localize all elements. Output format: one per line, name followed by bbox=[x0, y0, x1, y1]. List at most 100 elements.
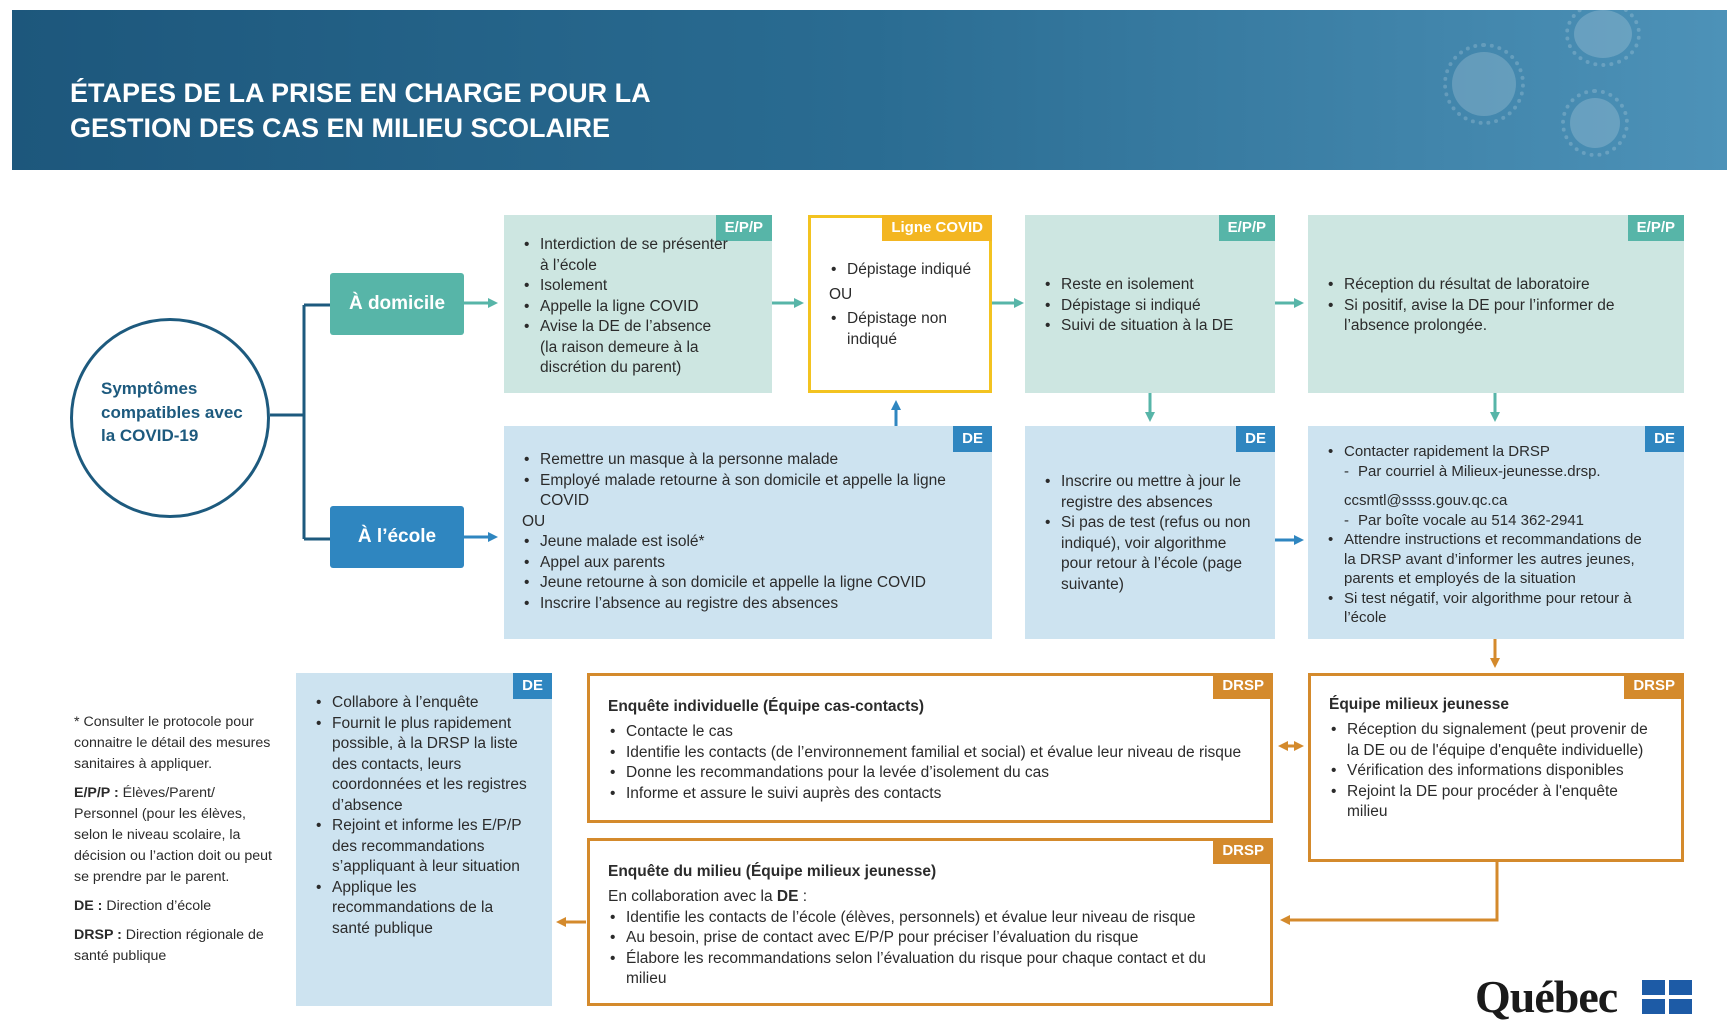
header-banner: ÉTAPES DE LA PRISE EN CHARGE POUR LA GES… bbox=[12, 10, 1727, 170]
list-item: Rejoint et informe les E/P/P des recomma… bbox=[314, 816, 528, 878]
virus-icon bbox=[1561, 89, 1629, 157]
list-item: Inscrire l’absence au registre des absen… bbox=[522, 594, 952, 615]
legend-drsp-label: DRSP : bbox=[74, 927, 122, 943]
list-item: Dépistage si indiqué bbox=[1043, 296, 1263, 317]
title-line-2: GESTION DES CAS EN MILIEU SCOLAIRE bbox=[70, 113, 611, 143]
list-item: Dépistage indiqué bbox=[829, 260, 979, 281]
list-item: Fournit le plus rapidement possible, à l… bbox=[314, 714, 528, 817]
intro-text: En collaboration avec la bbox=[608, 888, 777, 905]
list-item: Isolement bbox=[522, 276, 732, 297]
start-line-1: Symptômes bbox=[101, 379, 198, 398]
list-item: Identifie les contacts (de l’environneme… bbox=[608, 743, 1258, 764]
list-item: Informe et assure le suivi auprès des co… bbox=[608, 784, 1258, 805]
legend-epp: E/P/P : Élèves/Parent/ Personnel (pour l… bbox=[74, 783, 274, 888]
milieu-investigation-box: DRSP Enquête du milieu (Équipe milieux j… bbox=[587, 838, 1273, 1006]
list-item: Employé malade retourne à son domicile e… bbox=[522, 471, 952, 512]
result-epp-box: E/P/P Réception du résultat de laboratoi… bbox=[1308, 215, 1684, 393]
list-subitem: Par boîte vocale au 514 362-2941 bbox=[1326, 511, 1656, 531]
legend-epp-text: Élèves/Parent/ Personnel (pour les élève… bbox=[74, 785, 272, 885]
virus-icon bbox=[1565, 10, 1641, 67]
contact-email: ccsmtl@ssss.gouv.qc.ca bbox=[1344, 492, 1508, 509]
isolation-epp-box: E/P/P Reste en isolement Dépistage si in… bbox=[1025, 215, 1275, 393]
legend-de-label: DE : bbox=[74, 898, 103, 914]
covid-line-box: Ligne COVID Dépistage indiqué OU Dépista… bbox=[808, 215, 992, 393]
list-item: Contacter rapidement la DRSP bbox=[1326, 442, 1656, 462]
legend-de: DE : Direction d’école bbox=[74, 896, 274, 917]
individual-investigation-title: Enquête individuelle (Équipe cas-contact… bbox=[608, 698, 925, 715]
individual-list: Contacte le cas Identifie les contacts (… bbox=[608, 722, 1258, 804]
list-item: Jeune retourne à son domicile et appelle… bbox=[522, 573, 952, 594]
list-item: Attendre instructions et recommandations… bbox=[1326, 530, 1656, 589]
drsp-tag: DRSP bbox=[1213, 673, 1273, 699]
list-item: Reste en isolement bbox=[1043, 275, 1263, 296]
legend-epp-label: E/P/P : bbox=[74, 785, 119, 801]
list-item: Dépistage non indiqué bbox=[829, 309, 979, 350]
list-item: Interdiction de se présenter à l’école bbox=[522, 235, 732, 276]
legend-drsp-text: Direction régionale de santé publique bbox=[74, 927, 264, 964]
home-epp-box: E/P/P Interdiction de se présenter à l’é… bbox=[504, 215, 772, 393]
virus-icon bbox=[1443, 43, 1525, 125]
page-title: ÉTAPES DE LA PRISE EN CHARGE POUR LA GES… bbox=[70, 76, 870, 146]
register-de-box: DE Inscrire ou mettre à jour le registre… bbox=[1025, 426, 1275, 639]
epp-tag: E/P/P bbox=[1627, 215, 1684, 241]
epp-tag: E/P/P bbox=[1218, 215, 1275, 241]
isolation-list: Reste en isolement Dépistage si indiqué … bbox=[1043, 275, 1263, 337]
legend-note: * Consulter le protocole pour connaitre … bbox=[74, 714, 271, 772]
collab-de-box: DE Collabore à l’enquête Fournit le plus… bbox=[296, 673, 552, 1006]
title-line-1: ÉTAPES DE LA PRISE EN CHARGE POUR LA bbox=[70, 78, 651, 108]
list-item: Réception du résultat de laboratoire bbox=[1326, 275, 1646, 296]
list-subitem: Par courriel à Milieux-jeunesse.drsp. bbox=[1326, 462, 1656, 482]
list-item: Au besoin, prise de contact avec E/P/P p… bbox=[608, 928, 1248, 949]
milieu-investigation-title: Enquête du milieu (Équipe milieux jeunes… bbox=[608, 863, 937, 880]
list-item: Suivi de situation à la DE bbox=[1043, 316, 1263, 337]
intro-suffix: : bbox=[798, 888, 808, 905]
milieu-list: Identifie les contacts de l’école (élève… bbox=[608, 908, 1248, 990]
list-item: Si positif, avise la DE pour l’informer … bbox=[1326, 296, 1646, 337]
de-tag: DE bbox=[1236, 426, 1275, 452]
list-item: Réception du signalement (peut provenir … bbox=[1329, 720, 1659, 761]
collab-list: Collabore à l’enquête Fournit le plus ra… bbox=[314, 693, 528, 939]
home-epp-list: Interdiction de se présenter à l’école I… bbox=[522, 235, 732, 379]
legend-de-text: Direction d’école bbox=[102, 898, 212, 914]
list-item: Contacte le cas bbox=[608, 722, 1258, 743]
individual-investigation-box: DRSP Enquête individuelle (Équipe cas-co… bbox=[587, 673, 1273, 823]
list-item: Si pas de test (refus ou non indiqué), v… bbox=[1043, 513, 1253, 595]
legend: * Consulter le protocole pour connaitre … bbox=[74, 712, 274, 975]
drsp-tag: DRSP bbox=[1624, 673, 1684, 699]
school-de-box: DE Remettre un masque à la personne mala… bbox=[504, 426, 992, 639]
start-line-3: la COVID-19 bbox=[101, 426, 199, 445]
list-item: Rejoint la DE pour procéder à l'enquête … bbox=[1329, 782, 1659, 823]
branch-home-pill: À domicile bbox=[330, 273, 464, 335]
or-label: OU bbox=[522, 512, 546, 530]
start-symptoms-circle: Symptômes compatibles avec la COVID-19 bbox=[70, 318, 270, 518]
quebec-flag-icon bbox=[1642, 980, 1692, 1014]
de-tag: DE bbox=[1645, 426, 1684, 452]
start-label: Symptômes compatibles avec la COVID-19 bbox=[101, 377, 261, 448]
intro-bold: DE bbox=[776, 888, 799, 905]
milieu-intro: En collaboration avec la DE : bbox=[608, 887, 1248, 908]
de-tag: DE bbox=[953, 426, 992, 452]
list-item: Donne les recommandations pour la levée … bbox=[608, 763, 1258, 784]
list-item: Applique les recommandations de la santé… bbox=[314, 878, 528, 940]
legend-drsp: DRSP : Direction régionale de santé publ… bbox=[74, 925, 274, 967]
list-item: Élabore les recommandations selon l’éval… bbox=[608, 949, 1248, 990]
branch-school-pill: À l’école bbox=[330, 506, 464, 568]
quebec-logo: Québec bbox=[1475, 971, 1618, 1022]
or-label: OU bbox=[829, 285, 853, 303]
contact-de-box: DE Contacter rapidement la DRSP Par cour… bbox=[1308, 426, 1684, 639]
covid-line-tag: Ligne COVID bbox=[882, 215, 992, 241]
youth-team-box: DRSP Équipe milieux jeunesse Réception d… bbox=[1308, 673, 1684, 862]
register-list: Inscrire ou mettre à jour le registre de… bbox=[1043, 472, 1253, 595]
list-item: Collabore à l’enquête bbox=[314, 693, 528, 714]
list-item: Identifie les contacts de l’école (élève… bbox=[608, 908, 1248, 929]
youth-list: Réception du signalement (peut provenir … bbox=[1329, 720, 1659, 823]
youth-team-title: Équipe milieux jeunesse bbox=[1329, 696, 1510, 713]
list-item: Jeune malade est isolé* bbox=[522, 532, 952, 553]
start-line-2: compatibles avec bbox=[101, 402, 243, 422]
list-item: Si test négatif, voir algorithme pour re… bbox=[1326, 589, 1656, 628]
list-item: Avise la DE de l’absence (la raison deme… bbox=[522, 317, 732, 379]
list-item: Appel aux parents bbox=[522, 553, 952, 574]
de-tag: DE bbox=[513, 673, 552, 699]
